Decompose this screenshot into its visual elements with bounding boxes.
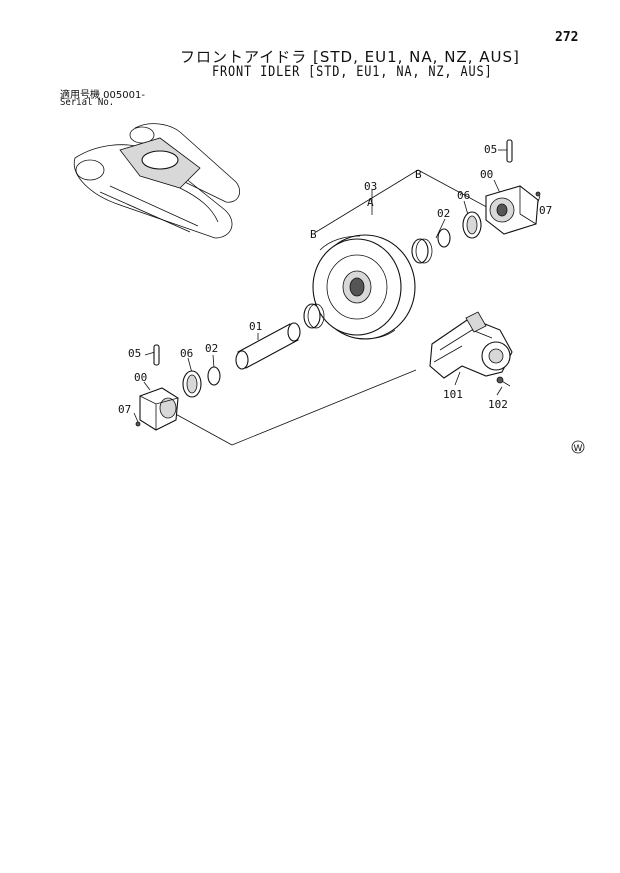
bolt-right bbox=[535, 191, 541, 197]
idler-wheel bbox=[312, 234, 416, 340]
bushing-left bbox=[303, 303, 325, 329]
oring-left bbox=[207, 366, 221, 386]
bushing-right bbox=[411, 238, 433, 264]
callout-05-right: 05 bbox=[484, 143, 497, 156]
leader-lines bbox=[133, 149, 541, 446]
page-title-japanese: フロントアイドラ [STD, EU1, NA, NZ, AUS] bbox=[180, 48, 520, 66]
callout-03: 03 bbox=[364, 180, 377, 193]
callout-101: 101 bbox=[443, 388, 463, 401]
pin-left bbox=[153, 344, 160, 366]
seal-right bbox=[462, 211, 482, 239]
callout-07-right: 07 bbox=[539, 204, 552, 217]
pin-right bbox=[506, 139, 513, 163]
reference-b-left: B bbox=[310, 228, 317, 241]
circled-w-mark: W bbox=[571, 440, 585, 454]
serial-label-english: Serial No. bbox=[60, 97, 115, 108]
callout-02-right: 02 bbox=[437, 207, 450, 220]
callout-01: 01 bbox=[249, 320, 262, 333]
bolt-left bbox=[135, 421, 141, 427]
callout-02-left: 02 bbox=[205, 342, 218, 355]
serial-label-japanese: 適用号機 005001- bbox=[60, 90, 145, 101]
callout-00-left: 00 bbox=[134, 371, 147, 384]
shaft bbox=[235, 322, 301, 370]
callout-102: 102 bbox=[488, 398, 508, 411]
callout-07-left: 07 bbox=[118, 403, 131, 416]
bracket-right bbox=[485, 185, 539, 235]
bolt-102 bbox=[496, 376, 511, 387]
page-title-english: FRONT IDLER [STD, EU1, NA, NZ, AUS] bbox=[212, 64, 493, 80]
reference-a: A bbox=[367, 196, 374, 209]
undercarriage-thumbnail bbox=[73, 123, 240, 239]
seal-left bbox=[182, 370, 202, 398]
mark-letter: W bbox=[574, 444, 583, 454]
bracket-left bbox=[139, 387, 179, 431]
callout-06-left: 06 bbox=[180, 347, 193, 360]
callout-06-right: 06 bbox=[457, 189, 470, 202]
callout-00-right: 00 bbox=[480, 168, 493, 181]
reference-b-top: B bbox=[415, 168, 422, 181]
page-number: 272 bbox=[555, 30, 579, 45]
yoke bbox=[429, 311, 513, 379]
oring-right bbox=[437, 228, 451, 248]
callout-05-left: 05 bbox=[128, 347, 141, 360]
